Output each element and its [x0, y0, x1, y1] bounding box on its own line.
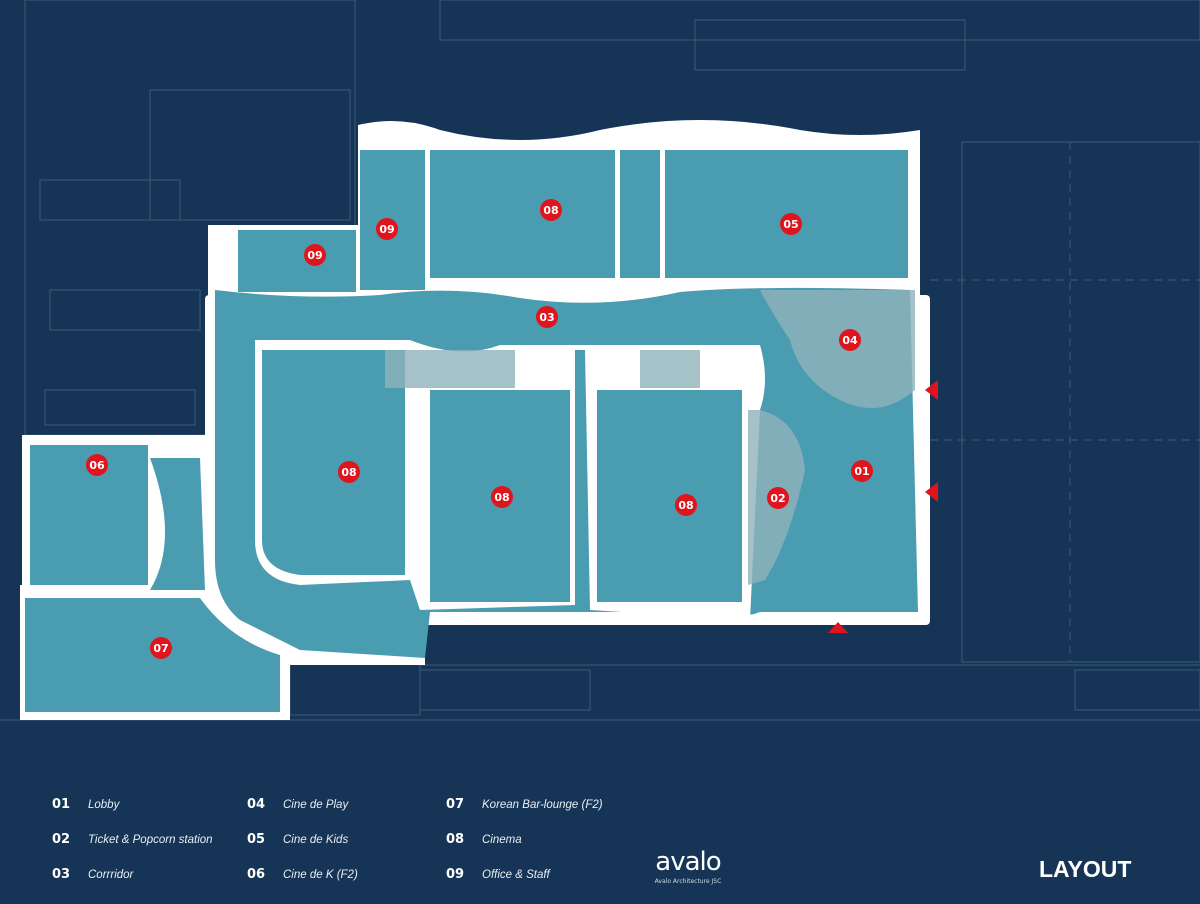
marker-label: 08	[494, 491, 509, 504]
marker-circle	[540, 199, 562, 221]
legend-item: 05 Cine de Kids	[247, 832, 348, 847]
marker-label: 04	[842, 334, 858, 347]
legend-item: 01 Lobby	[52, 797, 119, 812]
marker-label: 06	[89, 459, 105, 472]
marker-circle	[536, 306, 558, 328]
logo-subtitle: Avalo Architecture JSC	[654, 878, 722, 885]
marker-circle	[376, 218, 398, 240]
marker-label: 08	[678, 499, 693, 512]
legend-number: 01	[52, 797, 71, 812]
marker-label: 05	[783, 218, 798, 231]
marker-label: 03	[539, 311, 554, 324]
room-stair	[150, 458, 205, 590]
legend-number: 06	[247, 867, 266, 882]
marker-label: 09	[379, 223, 394, 236]
marker-label: 09	[307, 249, 322, 262]
legend-number: 02	[52, 832, 71, 847]
legend-number: 09	[446, 867, 465, 882]
legend-label: Cine de K (F2)	[283, 869, 358, 881]
room-cinema-left	[262, 350, 405, 575]
legend-number: 08	[446, 832, 465, 847]
legend-item: 07 Korean Bar-lounge (F2)	[446, 797, 603, 812]
legend-item: 02 Ticket & Popcorn station	[52, 832, 213, 847]
legend-item: 04 Cine de Play	[247, 797, 348, 812]
marker-circle	[304, 244, 326, 266]
legend-number: 04	[247, 797, 266, 812]
room-marker-03: 03	[536, 306, 558, 328]
room-marker-04: 04	[839, 329, 861, 351]
marker-circle	[86, 454, 108, 476]
marker-label: 07	[153, 642, 168, 655]
legend-item: 03 Corrridor	[52, 867, 133, 882]
room-cinema-top	[430, 150, 615, 278]
room-korean-bar	[25, 598, 280, 712]
room-marker-05: 05	[780, 213, 802, 235]
legend-number: 03	[52, 867, 71, 882]
legend-item: 08 Cinema	[446, 832, 522, 847]
legend-label: Cinema	[482, 834, 522, 846]
room-marker-08: 08	[338, 461, 360, 483]
marker-label: 08	[341, 466, 356, 479]
legend-label: Cine de Kids	[283, 834, 349, 846]
room-gap	[620, 150, 660, 278]
room-markers: 01 02 03 04 05 06 07 08 08 08 08 09 09	[86, 199, 873, 659]
legend-label: Ticket & Popcorn station	[88, 834, 213, 846]
legend-label: Korean Bar-lounge (F2)	[482, 799, 603, 811]
room-marker-01: 01	[851, 460, 873, 482]
marker-circle	[780, 213, 802, 235]
room-marker-08: 08	[491, 486, 513, 508]
legend-label: Corrridor	[88, 869, 134, 881]
marker-circle	[491, 486, 513, 508]
legend-item: 06 Cine de K (F2)	[247, 867, 358, 882]
shaded-lobby-left	[385, 350, 515, 388]
marker-circle	[839, 329, 861, 351]
marker-circle	[150, 637, 172, 659]
marker-label: 08	[543, 204, 558, 217]
marker-circle	[338, 461, 360, 483]
marker-circle	[767, 487, 789, 509]
entrance-arrow-icon	[925, 380, 938, 400]
room-marker-06: 06	[86, 454, 108, 476]
page-title: LAYOUT	[1039, 856, 1132, 882]
marker-label: 01	[854, 465, 869, 478]
floor-plan: 01 02 03 04 05 06 07 08 08 08 08 09 09	[0, 0, 1200, 721]
room-marker-09: 09	[376, 218, 398, 240]
legend-label: Lobby	[88, 799, 120, 811]
room-marker-09: 09	[304, 244, 326, 266]
marker-label: 02	[770, 492, 785, 505]
entrance-arrow-icon	[925, 482, 938, 502]
legend-label: Office & Staff	[482, 869, 550, 881]
legend-label: Cine de Play	[283, 799, 349, 811]
marker-circle	[675, 494, 697, 516]
cine-de-play-zone	[760, 290, 915, 408]
room-marker-07: 07	[150, 637, 172, 659]
logo-wordmark: avalo	[655, 847, 721, 877]
room-marker-02: 02	[767, 487, 789, 509]
entrance-arrows	[828, 380, 938, 633]
room-marker-08: 08	[540, 199, 562, 221]
legend-number: 05	[247, 832, 266, 847]
legend-number: 07	[446, 797, 465, 812]
shaded-lobby-right	[640, 350, 700, 388]
room-marker-08: 08	[675, 494, 697, 516]
avalo-logo: avalo Avalo Architecture JSC	[648, 848, 728, 886]
room-cinema-right	[597, 390, 742, 602]
entrance-arrow-icon	[828, 622, 848, 633]
marker-circle	[851, 460, 873, 482]
legend-item: 09 Office & Staff	[446, 867, 550, 882]
room-office-09b	[238, 230, 356, 292]
